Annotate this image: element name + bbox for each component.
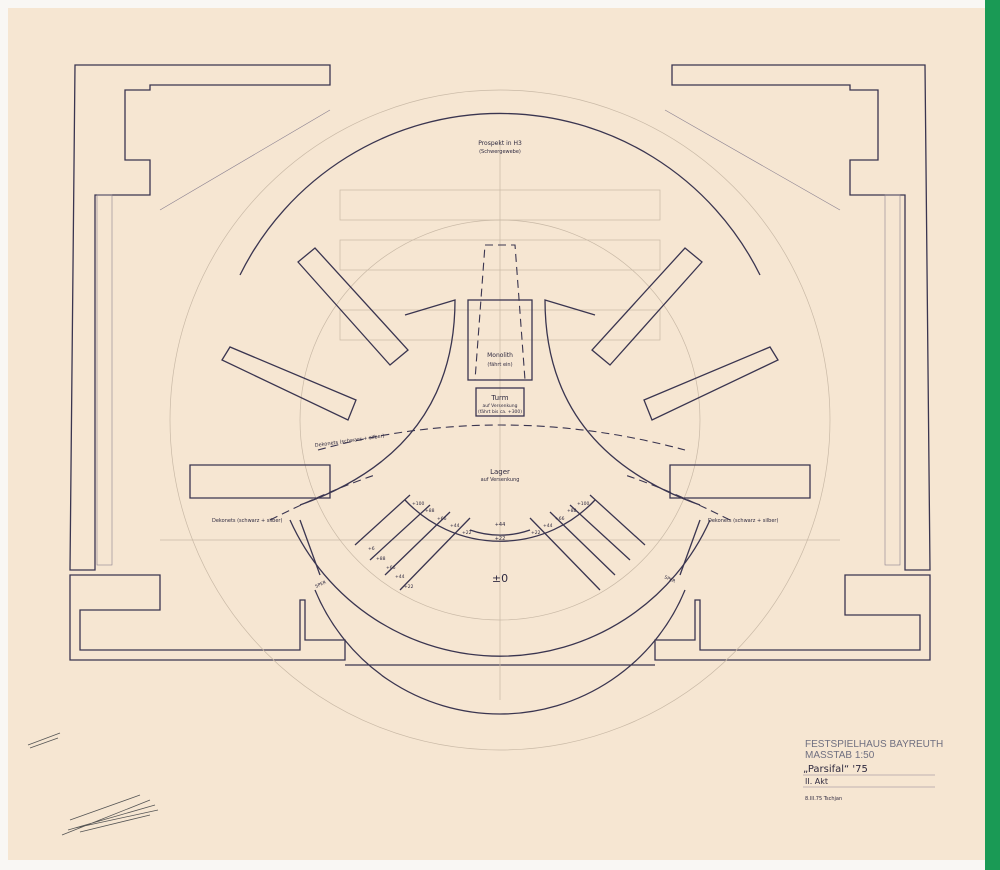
prospekt-label: Prospekt in H3 [478,140,522,147]
center-upper-level: +44 [495,522,506,528]
monolith-sublabel: (fährt ein) [487,362,512,368]
green-edge [985,0,1000,870]
outer-stage-arc [289,519,711,657]
dekonets-right-label: Dekonets (schwarz + silber) [708,518,778,524]
step-level: +44 [543,523,553,529]
title-production: „Parsifal“ '75 [803,764,868,775]
turm-sublabel-2: (fährt bis ca. +300) [478,409,522,415]
right-step-levels: +100 +88 +66 +44 +22 [531,501,589,536]
title-date-sign: 8.III.75 Tschjan [805,796,842,802]
title-venue: FESTSPIELHAUS BAYREUTH [805,739,943,750]
dekonets-left-line [269,474,376,521]
step-level: +66 [386,565,396,571]
step-level: +88 [425,508,435,514]
turm-label: Turm [490,394,508,402]
lager-sublabel: auf Versenkung [481,477,520,483]
step-level: +44 [395,574,405,580]
pencil-scribble [27,732,159,836]
construction-lines [159,89,841,751]
central-platform [299,244,701,591]
sper-right-label: SPER [663,574,676,584]
step-level: +66 [555,516,565,522]
dekonets-right-line [624,474,731,521]
step-level: +6 [368,546,375,552]
step-level: +44 [450,523,460,529]
step-level: +100 [412,501,424,507]
left-low-step-levels: +6 +88 +66 +44 +22 [368,546,414,590]
turm-sublabel: auf Versenkung [483,403,518,409]
title-scale: MASSTAB 1:50 [805,750,875,761]
monolith-label: Monolith [487,352,513,359]
left-step-levels: +100 +88 +66 +44 +22 [412,501,472,536]
dekonets-upper-line [317,424,686,451]
side-wagons [189,247,811,499]
step-level: +88 [376,556,386,562]
center-lower-level: +22 [495,536,506,542]
sper-left-label: SPER [314,579,327,589]
zero-level-label: ±0 [492,572,508,585]
step-level: +66 [437,516,447,522]
building-walls [69,64,931,666]
step-level: +22 [404,584,414,590]
prospekt-sublabel: (Schwergewebe) [479,149,521,155]
paper [8,8,988,860]
step-level: +22 [462,530,472,536]
dekonets-left-label: Dekonets (schwarz + silber) [212,518,282,524]
title-act: II. Akt [805,777,828,786]
prospekt-arc [239,112,761,276]
step-level: +22 [531,530,541,536]
lager-label: Lager [490,468,510,476]
inner-stage-arc [314,589,686,715]
title-block: FESTSPIELHAUS BAYREUTH MASSTAB 1:50 „Par… [803,739,943,802]
step-level: +100 [577,501,589,507]
step-level: +88 [567,508,577,514]
